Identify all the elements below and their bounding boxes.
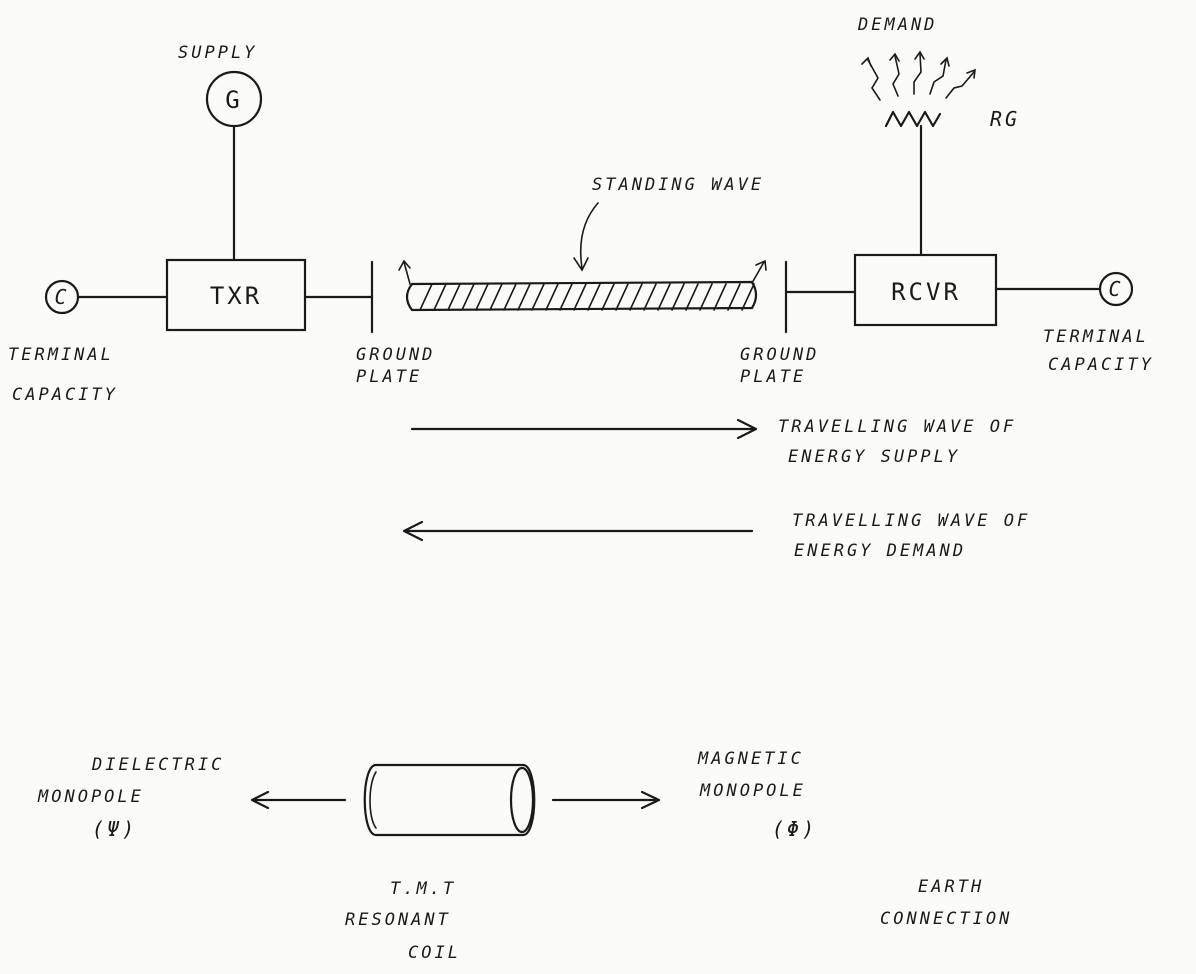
dielectric-label-3: (Ψ) (92, 817, 137, 841)
magnetic-label-3: (Φ) (772, 817, 817, 841)
magnetic-label-1: MAGNETIC (697, 749, 804, 769)
transmitter-label: TXR (210, 282, 262, 310)
coil-winding (741, 283, 755, 311)
coil-winding (433, 283, 447, 311)
coil-winding (475, 283, 489, 311)
coil-right-lead (751, 261, 765, 284)
standing-wave-label: STANDING WAVE (592, 175, 764, 195)
coil-left-lead-head (398, 259, 411, 271)
demand-wave-label-2: ENERGY DEMAND (794, 541, 966, 561)
tmt-coil-body (363, 763, 536, 837)
earth-label-2: CONNECTION (880, 909, 1012, 929)
left-terminal-label-1: TERMINAL (8, 345, 114, 365)
standing-wave-pointer-head (573, 257, 589, 272)
load-resistor (884, 110, 942, 128)
left-capacitor-label: C (54, 285, 69, 309)
right-terminal-label-1: TERMINAL (1043, 327, 1149, 347)
coil-winding (517, 283, 531, 311)
magnetic-arrow-head (640, 790, 661, 810)
coil-tube (405, 280, 758, 312)
demand-wave-label-1: TRAVELLING WAVE OF (792, 511, 1030, 531)
transmitter-box (165, 258, 307, 332)
coil-winding (601, 283, 615, 311)
tmt-label-1: T.M.T (390, 879, 456, 899)
coil-winding (615, 283, 629, 311)
coil-winding (573, 283, 587, 311)
tmt-coil-end (509, 766, 535, 834)
supply-wave-label-2: ENERGY SUPPLY (788, 447, 960, 467)
supply-wave-label-1: TRAVELLING WAVE OF (778, 417, 1016, 437)
dielectric-label-1: DIELECTRIC (91, 755, 224, 775)
coil-winding (559, 283, 573, 311)
earth-label-1: EARTH (918, 877, 984, 897)
receiver-label: RCVR (891, 278, 961, 306)
supply-wave-arrow-head (736, 418, 758, 440)
load-label: RG (990, 107, 1020, 131)
coil-winding (587, 283, 601, 311)
coil-left-lead (403, 261, 411, 285)
tmt-coil-shade (369, 771, 377, 829)
tmt-label-2: RESONANT (345, 910, 451, 930)
right-terminal-label-2: CAPACITY (1048, 355, 1154, 375)
coil-winding (643, 283, 657, 311)
left-ground-label-1: GROUND (356, 345, 435, 365)
dielectric-arrow-head (250, 790, 270, 810)
left-terminal-label-2: CAPACITY (12, 385, 118, 405)
coil-winding (531, 283, 545, 311)
coil-winding (713, 283, 727, 311)
coil-winding (461, 283, 475, 311)
demand-arrows (861, 50, 976, 101)
right-capacitor-label: C (1108, 277, 1123, 301)
coil-winding (447, 283, 461, 311)
right-ground-label-1: GROUND (740, 345, 819, 365)
coil-winding (727, 283, 741, 311)
coil-winding (629, 283, 643, 311)
coil-winding (685, 283, 699, 311)
coil-winding (671, 283, 685, 311)
right-capacitor-circle (1098, 271, 1134, 307)
demand-label: DEMAND (857, 15, 937, 35)
coil-winding (545, 283, 559, 311)
coil-winding (503, 283, 517, 311)
coil-winding (699, 283, 713, 311)
coil-winding (489, 283, 503, 311)
generator-label: G (225, 86, 242, 114)
coil-right-lead-head (755, 259, 767, 271)
right-ground-label-2: PLATE (740, 367, 806, 387)
dielectric-label-2: MONOPOLE (37, 787, 144, 807)
coil-winding (419, 283, 433, 311)
standing-wave-pointer (579, 202, 599, 269)
left-ground-label-2: PLATE (356, 367, 422, 387)
magnetic-label-2: MONOPOLE (699, 781, 806, 801)
supply-label: SUPPLY (178, 43, 257, 63)
coil-winding (657, 283, 671, 311)
coil-windings (419, 283, 755, 311)
tmt-label-3: COIL (408, 943, 461, 963)
demand-wave-arrow-head (402, 520, 424, 542)
